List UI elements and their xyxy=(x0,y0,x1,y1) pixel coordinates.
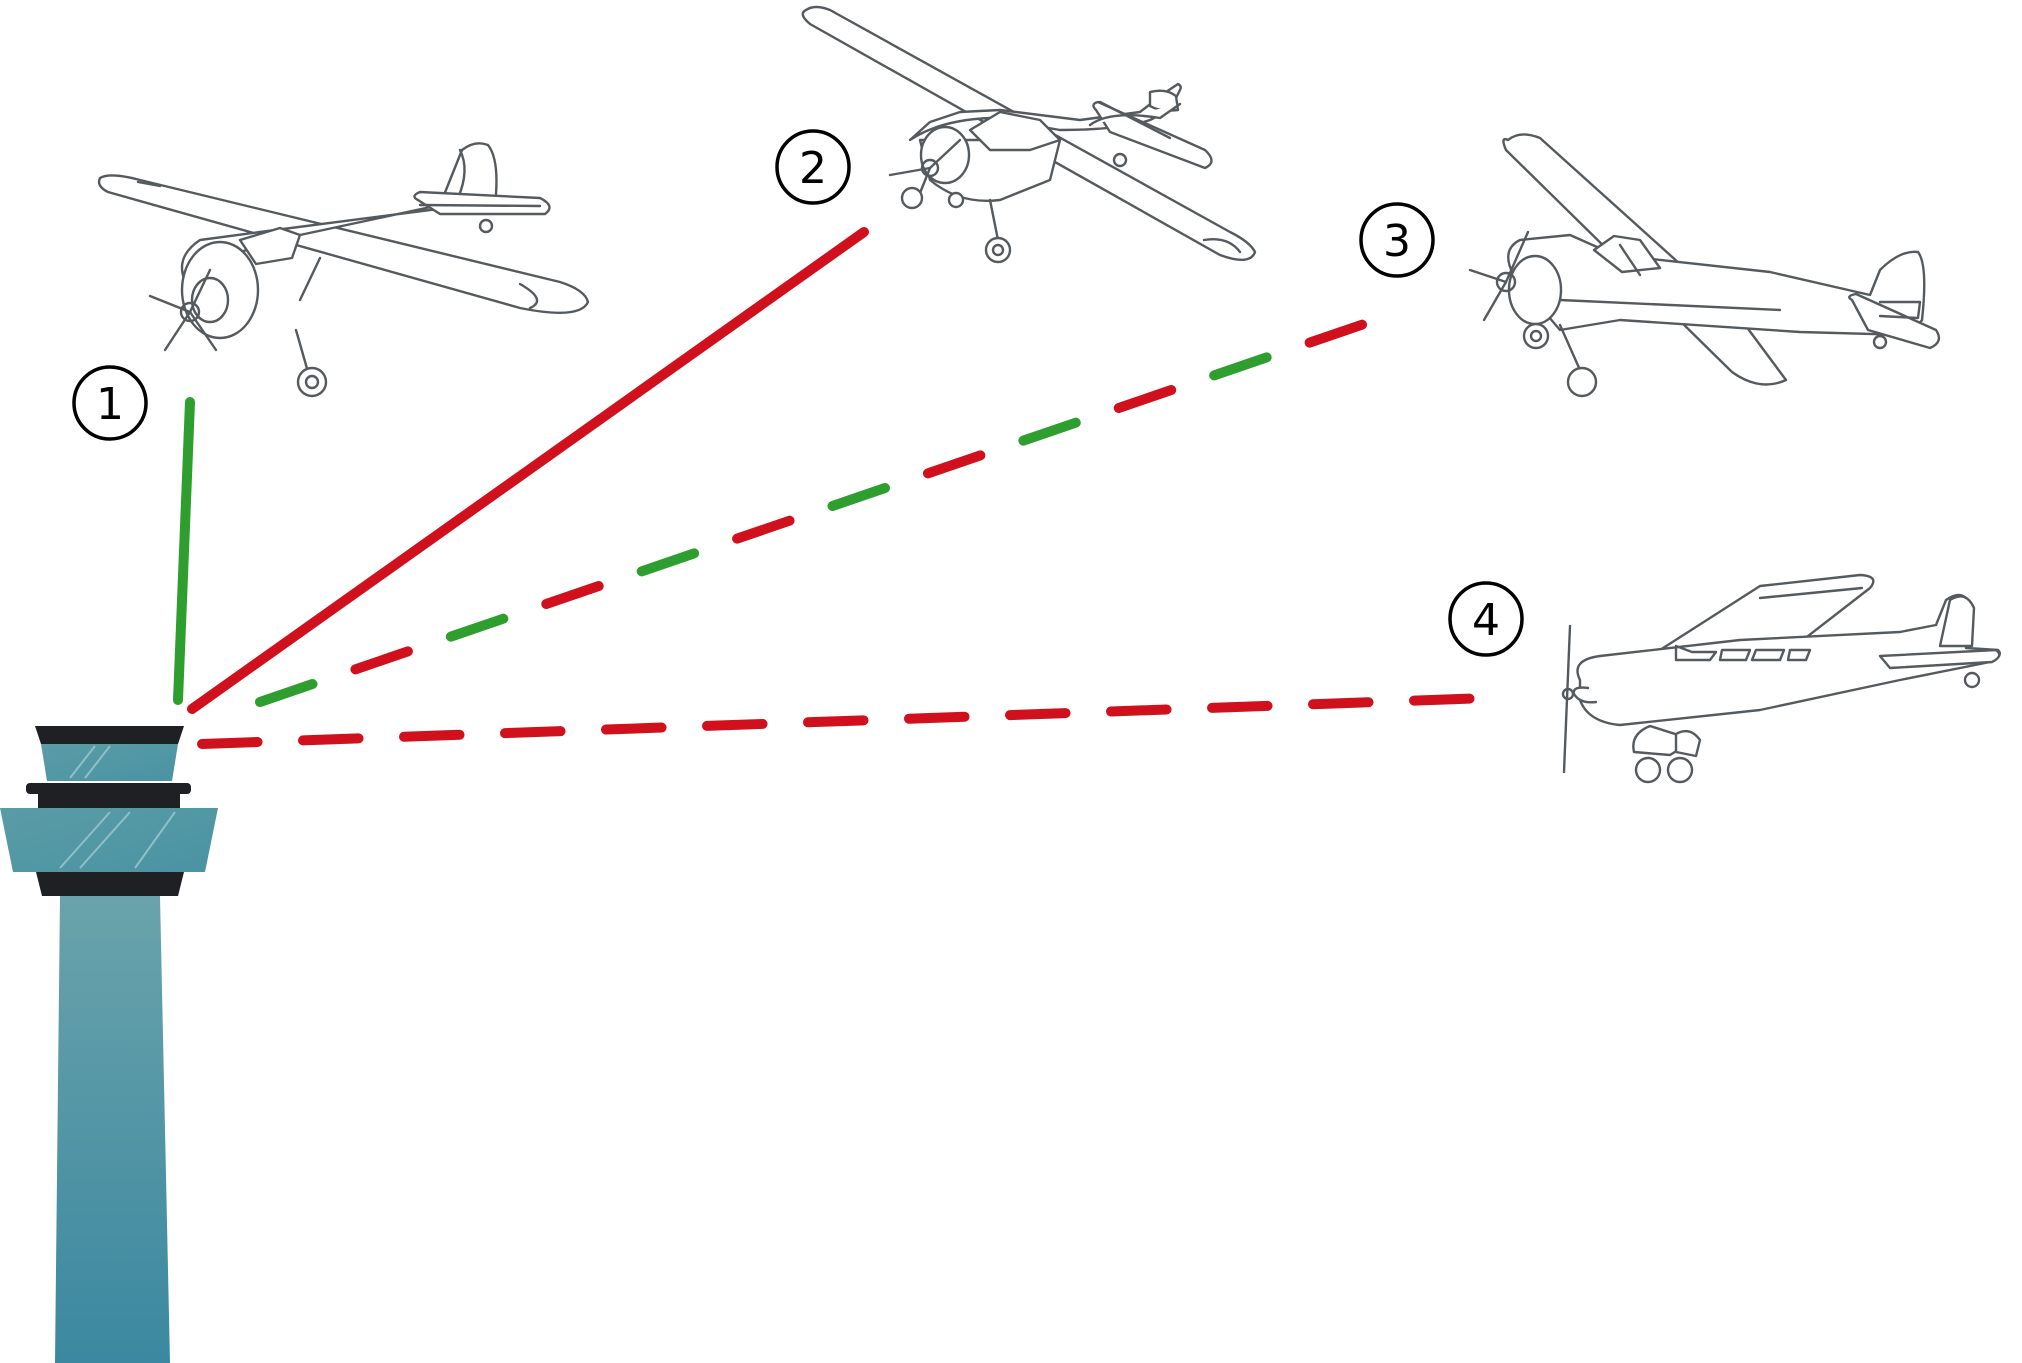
link-4-dash-segment xyxy=(1207,700,1273,713)
link-3-dash-segment xyxy=(445,613,509,642)
airplane-icon xyxy=(1468,133,1941,398)
link-4-dash-segment xyxy=(702,718,768,731)
link-4-dashed-line xyxy=(197,693,1475,749)
marker-2: 2 xyxy=(775,129,851,205)
link-3-dash-segment xyxy=(255,679,318,707)
airplane-icon xyxy=(1561,573,2001,784)
airplane-icon xyxy=(801,5,1257,264)
link-3-dash-segment xyxy=(1018,417,1081,446)
link-3-dash-segment xyxy=(636,548,700,577)
marker-1: 1 xyxy=(72,365,148,441)
svg-text:4: 4 xyxy=(1472,595,1500,646)
link-2-solid-line xyxy=(187,227,869,714)
link-3-dash-segment xyxy=(1304,319,1368,348)
link-3-dashed-line xyxy=(255,319,1368,707)
marker-4: 4 xyxy=(1448,581,1524,657)
marker-3: 3 xyxy=(1359,202,1435,278)
link-4-dash-segment xyxy=(1005,708,1071,721)
link-3-dash-segment xyxy=(1209,352,1272,381)
link-3-dash-segment xyxy=(732,515,795,544)
svg-text:3: 3 xyxy=(1383,216,1411,267)
airplane-icon xyxy=(97,142,590,398)
link-4-dash-segment xyxy=(1106,704,1172,717)
link-3-dash-segment xyxy=(827,483,890,511)
link-4-dash-segment xyxy=(1409,693,1475,706)
link-3-dash-segment xyxy=(350,646,413,675)
control-tower-icon xyxy=(0,726,218,1363)
link-4-dash-segment xyxy=(1308,697,1374,710)
link-4-dash-segment xyxy=(601,722,667,735)
link-4-dash-segment xyxy=(500,726,566,739)
svg-text:1: 1 xyxy=(96,379,124,430)
link-4-dash-segment xyxy=(904,711,970,724)
link-3-dash-segment xyxy=(1113,385,1177,413)
link-3-dash-segment xyxy=(541,581,604,609)
link-1-solid-line xyxy=(173,397,195,705)
link-4-dash-segment xyxy=(197,737,263,749)
link-4-dash-segment xyxy=(399,729,465,742)
link-4-dash-segment xyxy=(803,715,869,728)
link-3-dash-segment xyxy=(922,450,986,479)
svg-text:2: 2 xyxy=(799,143,827,194)
link-4-dash-segment xyxy=(298,733,364,746)
